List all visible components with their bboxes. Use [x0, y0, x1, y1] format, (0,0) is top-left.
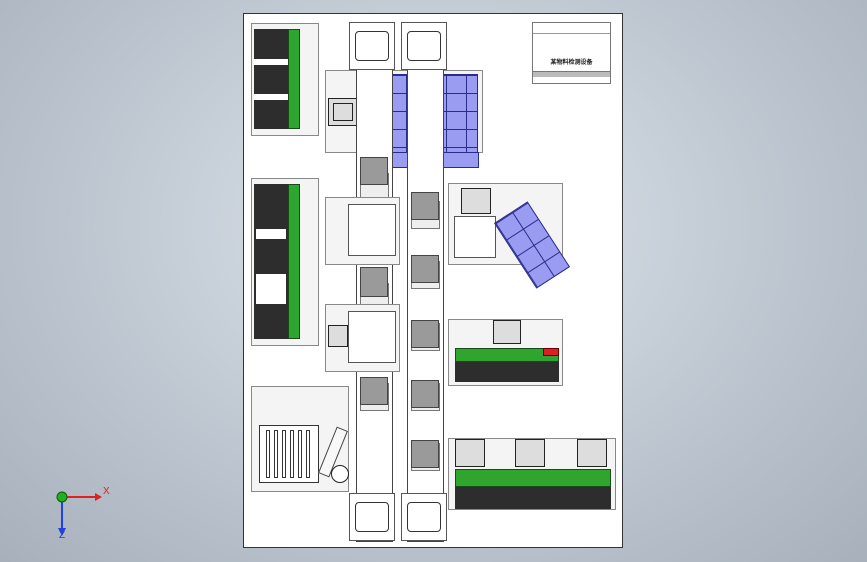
carrier-7 — [411, 380, 439, 408]
conveyor-head-top-right — [401, 22, 447, 70]
axis-triad: X Z — [47, 478, 110, 542]
conveyor-head-top-left — [349, 22, 395, 70]
axis-triad-graphic — [56, 491, 102, 536]
carrier-3 — [360, 377, 388, 405]
module-station-1 — [448, 319, 563, 386]
z-axis-label: Z — [59, 530, 66, 541]
conveyor-head-bottom-left — [349, 493, 395, 541]
title-block: 某物料检测设备 — [532, 22, 611, 84]
test-station-1 — [325, 197, 400, 265]
drawing-sheet: 某物料检测设备 — [243, 13, 623, 548]
carrier-4 — [411, 192, 439, 220]
conveyor-head-bottom-right — [401, 493, 447, 541]
carrier-6 — [411, 320, 439, 348]
test-station-2 — [325, 304, 400, 372]
carrier-1 — [360, 157, 388, 185]
robot-top-left — [328, 98, 358, 126]
alarm-indicator — [543, 348, 559, 356]
title-block-text: 某物料检测设备 — [550, 60, 593, 66]
left-rack-middle — [251, 178, 319, 346]
left-rack-top — [251, 23, 319, 136]
module-station-2 — [448, 438, 616, 510]
carrier-5 — [411, 255, 439, 283]
feed-station — [251, 386, 349, 492]
x-axis-label: X — [103, 486, 110, 497]
carrier-8 — [411, 440, 439, 468]
carrier-2 — [360, 267, 388, 297]
